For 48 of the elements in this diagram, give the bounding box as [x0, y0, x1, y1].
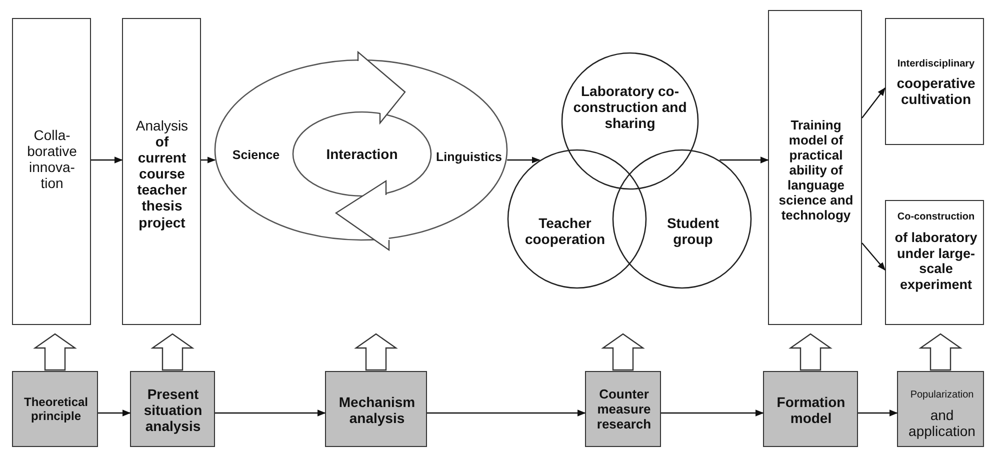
process-box — [130, 371, 215, 447]
process-box — [325, 371, 427, 447]
hollow-up-arrow — [150, 333, 194, 371]
process-box — [897, 371, 984, 447]
hollow-up-arrow — [354, 333, 398, 371]
process-box — [12, 371, 98, 447]
process-box — [885, 200, 984, 325]
arrow — [862, 87, 886, 118]
node-label: Mechanism analysis — [338, 394, 416, 426]
process-box — [885, 18, 984, 145]
node-label: Theoretical principle — [22, 396, 90, 424]
process-box — [585, 371, 661, 447]
node-label: Interaction — [325, 146, 399, 162]
node-label: Formation model — [776, 394, 846, 426]
arrow — [661, 410, 764, 416]
arrow — [858, 410, 898, 416]
node-label: Co-construction — [896, 211, 976, 223]
arrow — [98, 410, 131, 416]
node-label: Counter measure research — [596, 388, 652, 432]
node-label: and application — [908, 406, 976, 440]
node-label: Colla- borative innova- tion — [26, 126, 78, 192]
arrow — [862, 242, 886, 271]
node-label: Analysis of current course teacher thesis project — [134, 118, 190, 230]
process-box — [122, 18, 201, 325]
arrow — [507, 156, 540, 164]
process-box — [763, 371, 858, 447]
hollow-up-arrow — [918, 333, 962, 371]
arrow — [91, 156, 123, 164]
node-label: Teacher cooperation — [524, 214, 606, 248]
arrow — [427, 410, 586, 416]
node-label: Laboratory co-construction and sharing — [572, 82, 688, 132]
node-label: Science — [231, 148, 281, 162]
arrow — [720, 156, 769, 164]
node-label: Interdisciplinary — [896, 58, 976, 70]
node-label: of laboratory under large-scale experiment — [894, 230, 978, 292]
node-label: Training model of practical ability of language science and technology — [778, 118, 854, 224]
arrow — [215, 410, 326, 416]
hollow-up-arrow — [788, 333, 832, 371]
node-label: Popularization — [909, 389, 975, 401]
process-box — [768, 10, 862, 325]
hollow-up-arrow — [601, 333, 645, 371]
hollow-up-arrow — [33, 333, 77, 371]
process-box — [12, 18, 91, 325]
node-label: cooperative cultivation — [896, 74, 976, 108]
node-label: Present situation analysis — [142, 386, 204, 434]
arrow — [201, 156, 216, 164]
node-label: Linguistics — [435, 150, 503, 164]
node-label: Student group — [666, 214, 720, 248]
